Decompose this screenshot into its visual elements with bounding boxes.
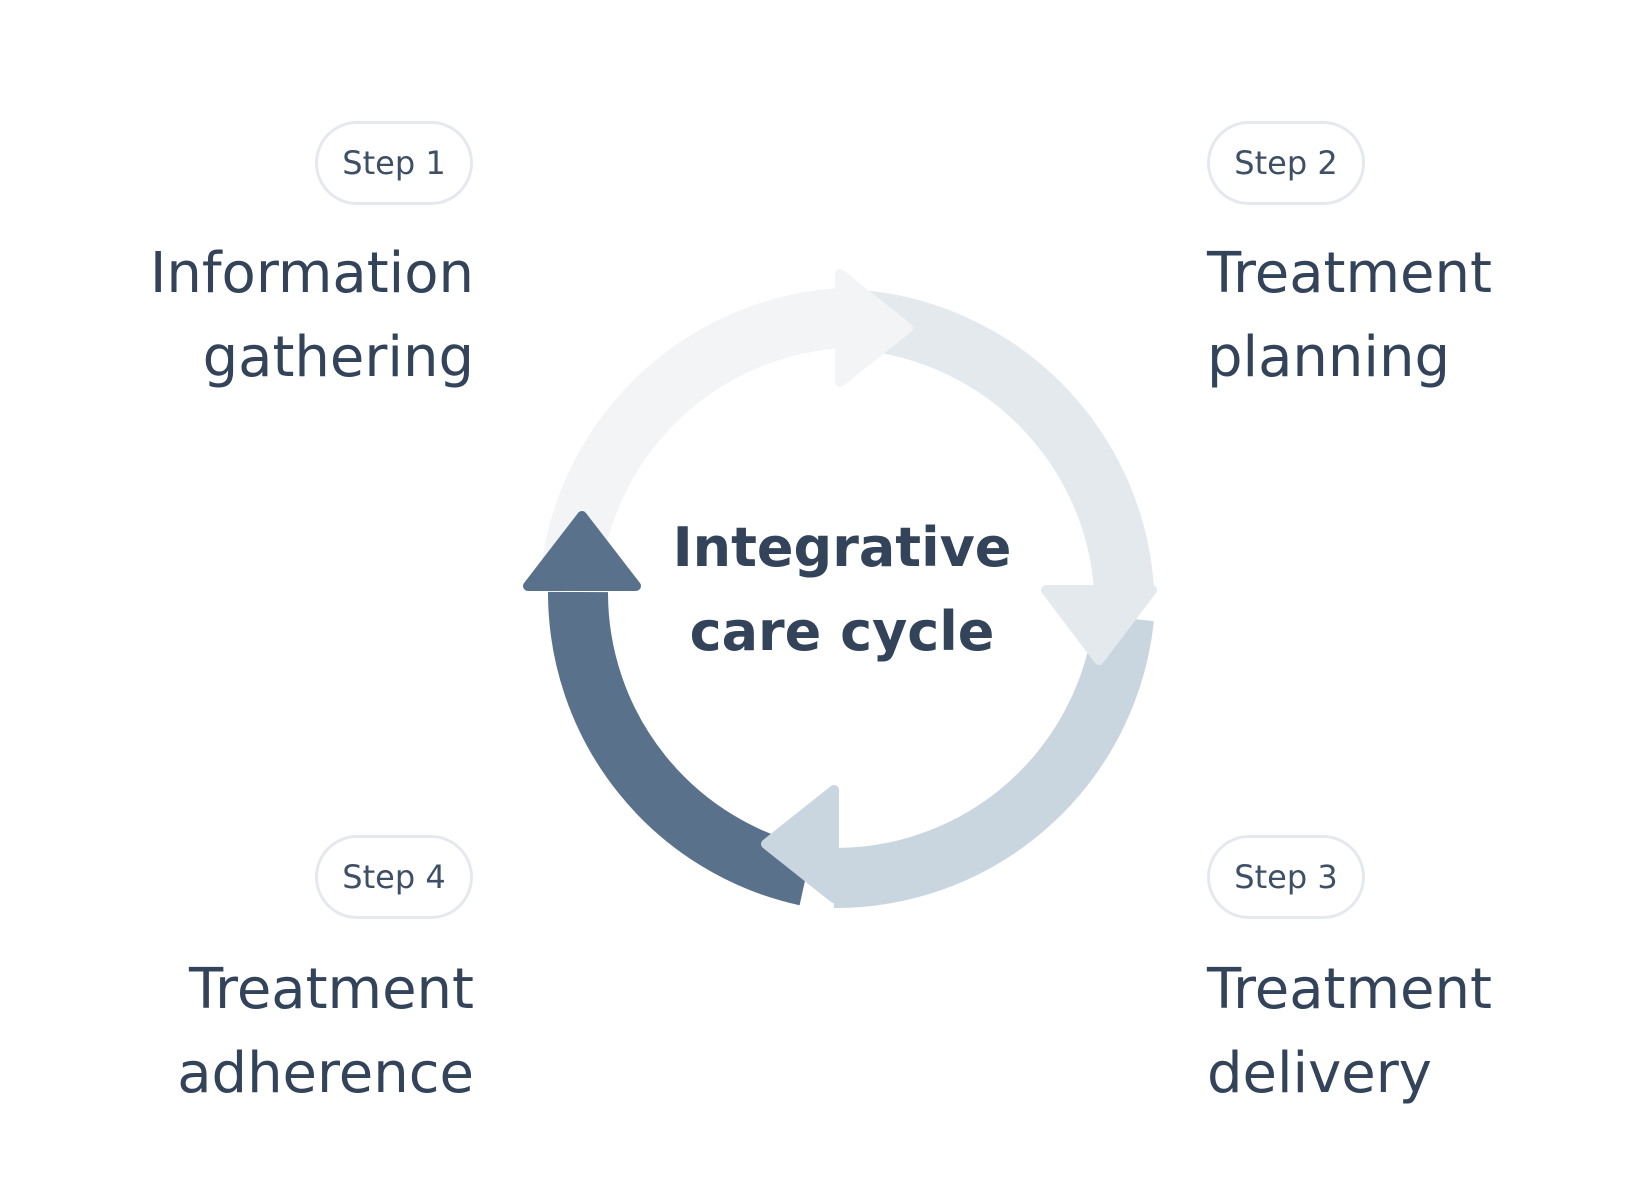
cycle-arc-step-2 (857, 290, 1154, 591)
cycle-title-line-1: Integrative (672, 516, 1012, 579)
arrowhead-step-1 (835, 269, 913, 387)
cycle-title-line-2: care cycle (689, 600, 995, 663)
step-3-label: Treatment delivery (1207, 948, 1632, 1116)
step-4-label-line-1: Treatment (189, 957, 474, 1022)
step-2-label: Treatment planning (1207, 232, 1632, 400)
step-2-badge: Step 2 (1207, 121, 1365, 205)
step-3-label-line-1: Treatment (1207, 957, 1492, 1022)
step-1-badge: Step 1 (315, 121, 473, 205)
cycle-arc-step-3 (833, 614, 1154, 909)
step-1-label-line-2: gathering (202, 325, 474, 390)
step-3-label-line-2: delivery (1207, 1041, 1432, 1106)
cycle-arc-step-4 (547, 591, 813, 906)
step-2-label-line-1: Treatment (1207, 241, 1492, 306)
cycle-title: Integrative care cycle (642, 506, 1042, 674)
arrowhead-step-2 (1041, 585, 1157, 665)
step-4-label: Treatment adherence (34, 948, 474, 1116)
arrowhead-step-4 (523, 511, 641, 591)
step-1-label: Information gathering (34, 232, 474, 400)
arrowhead-step-3 (761, 785, 839, 903)
step-4-label-line-2: adherence (177, 1041, 474, 1106)
step-3-badge: Step 3 (1207, 835, 1365, 919)
step-2-label-line-2: planning (1207, 325, 1451, 390)
step-4-badge: Step 4 (315, 835, 473, 919)
step-1-label-line-1: Information (149, 241, 474, 306)
